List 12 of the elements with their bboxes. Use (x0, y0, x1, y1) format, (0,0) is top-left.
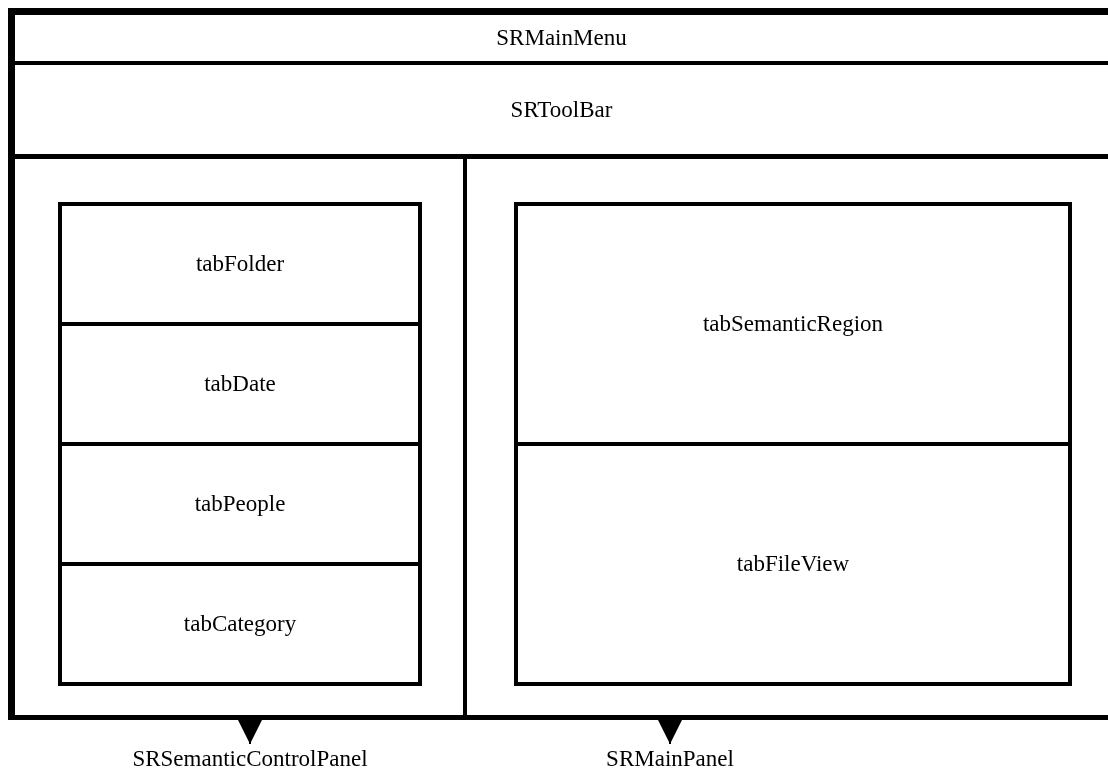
component-name: tabCategory (183, 611, 297, 637)
arrow (237, 718, 263, 745)
component-name: SRToolBar (510, 96, 613, 123)
arrow (657, 718, 683, 745)
component-name: tabSemanticRegion (702, 311, 884, 337)
component-name: tabFolder (195, 251, 285, 277)
component-name: tabFileView (736, 551, 850, 577)
component-label: SRSemanticControlPanel (132, 746, 368, 772)
component-name: tabDate (204, 371, 276, 397)
component-name: tabPeople (194, 491, 286, 517)
component-name: SRMainMenu (496, 25, 627, 51)
component-label: SRMainPanel (606, 746, 734, 772)
